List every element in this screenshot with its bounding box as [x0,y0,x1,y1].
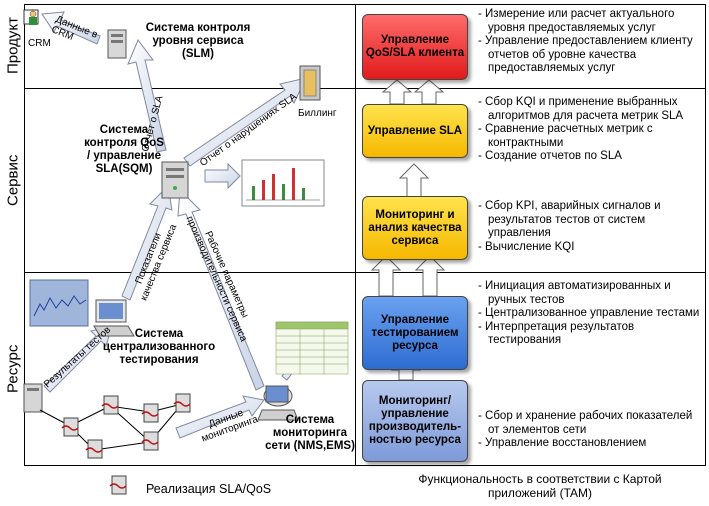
box-resource-performance-management: Мониторинг/ управление производитель-нос… [362,380,468,462]
footer-caption: Функциональность в соответствии с Картой… [418,472,662,500]
list-item: Сбор и хранение рабочих показателей от э… [478,410,704,437]
list-item: Интерпретация результатов тестирования [478,321,704,348]
data-table-thumbnail [275,321,349,375]
arrow-up-4b [414,255,446,297]
billing-server-icon [299,65,321,101]
list-resource-test: Инициация автоматизированных и ручных те… [478,280,704,348]
test-device-server-icon [23,383,43,413]
arrow-report-chart [204,162,241,190]
arrow-sla-report [127,39,167,153]
list-item: Вычисление KQI [478,241,704,255]
crm-user-icon [23,9,39,25]
arrow-work-params [177,188,265,391]
arrow-sla-violation [183,77,307,167]
box-service-quality-monitoring: Мониторинг и анализ качества сервиса [362,196,468,260]
slm-server-icon [107,29,127,59]
row-divider-service [24,272,706,273]
list-sla-management: Сбор KQI и применение выбранных алгоритм… [478,96,704,164]
performance-graph-thumbnail [29,279,89,327]
crm-label: CRM [28,38,51,49]
row-divider-product [24,88,706,89]
list-item: Сравнение расчетных метрик с контрактным… [478,123,704,150]
nms-computer-icon [257,385,299,421]
box-customer-qos-sla: Управление QoS/SLA клиента [362,14,468,80]
nms-system-label: Система мониторинга сети (NMS,EMS) [265,414,355,452]
list-resource-performance: Сбор и хранение рабочих показателей от э… [478,410,704,451]
sla-chart-thumbnail [241,159,325,207]
list-item: Сбор KQI и применение выбранных алгоритм… [478,96,704,123]
column-divider [355,4,356,466]
list-item: Сбор KPI, аварийных сигналов и результат… [478,200,704,241]
legend-label: Реализация SLA/QoS [146,482,272,496]
arrow-up-2 [381,79,413,105]
slm-system-label: Система контроля уровня сервиса (SLM) [145,22,251,60]
list-item: Управление предоставлением клиенту отчет… [478,35,704,76]
arrow-up-4 [370,255,402,297]
list-item: Измерение или расчет актуального уровня … [478,8,704,35]
sqm-system-label: Система контроля QoS / управление SLA(SQ… [84,124,164,175]
list-customer-qos-sla: Измерение или расчет актуального уровня … [478,8,704,76]
arrow-up-2b [413,79,445,105]
central-test-system-label: Система централизованного тестирования [102,328,216,366]
billing-label: Биллинг [298,108,337,119]
list-item: Инициация автоматизированных и ручных те… [478,280,704,307]
list-service-quality: Сбор KPI, аварийных сигналов и результат… [478,200,704,254]
list-item: Создание отчетов по SLA [478,150,704,164]
network-device-icons [63,393,191,495]
box-sla-management: Управление SLA [362,104,468,158]
arrow-monitoring-data [175,395,265,439]
arrow-crm-data [41,11,101,45]
central-test-computer-icon [93,299,135,337]
box-resource-test-management: Управление тестированием ресурса [362,296,468,370]
arrow-up-3 [398,163,430,199]
diagram-frame [24,4,706,466]
list-item: Централизованное управление тестами [478,307,704,321]
sqm-server-icon [161,161,189,199]
list-item: Управление восстановлением [478,437,704,451]
